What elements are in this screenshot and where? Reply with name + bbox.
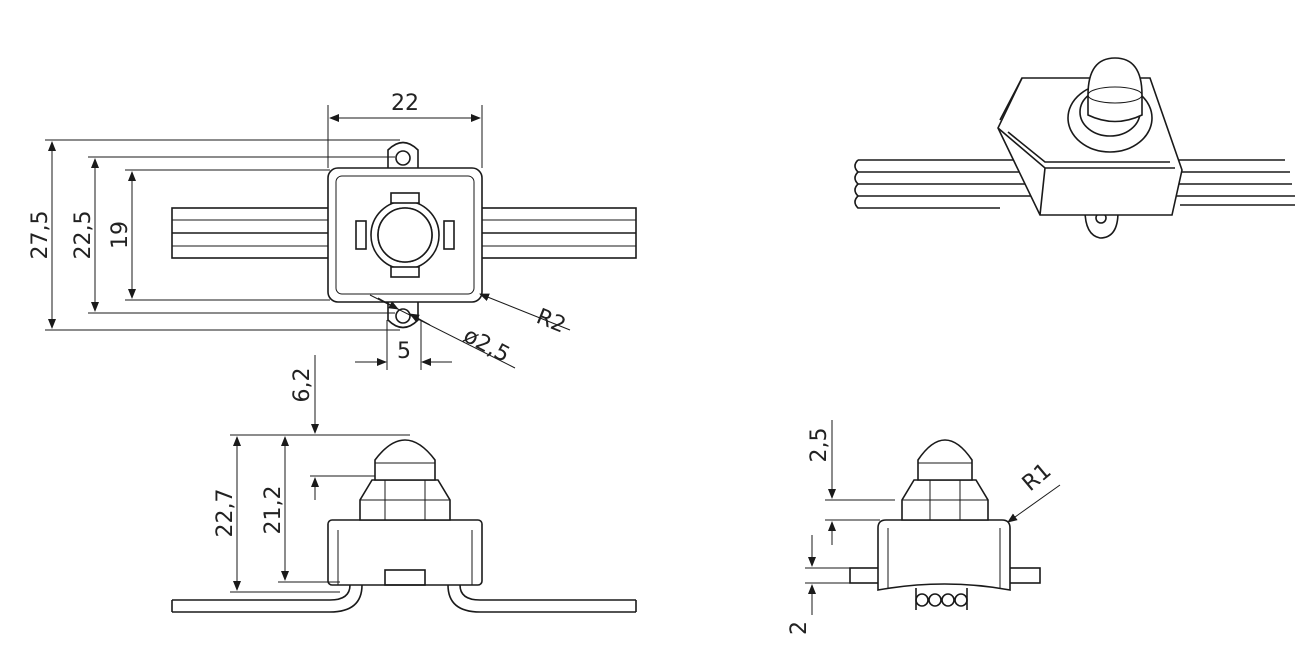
dim-total-height: 22,7 xyxy=(213,489,238,538)
dim-overall-height: 27,5 xyxy=(28,211,53,260)
iso-led xyxy=(1067,57,1153,153)
dim-body-height: 19 xyxy=(108,221,133,249)
dim-tab-width: 5 xyxy=(397,339,411,364)
dim-corner-radius: R2 xyxy=(533,304,570,338)
dim-wire-height: 2 xyxy=(787,621,812,635)
dim-mid-height: 22,5 xyxy=(71,211,96,260)
dim-led-height: 6,2 xyxy=(290,368,315,403)
dim-body-height: 21,2 xyxy=(261,486,286,535)
dim-hole-diameter: ø2,5 xyxy=(459,323,514,368)
dim-nut-height: 2,5 xyxy=(807,428,832,463)
wire-ends xyxy=(915,588,968,610)
led-lens xyxy=(355,192,455,278)
front-view: 22,7 21,2 6,2 xyxy=(171,355,637,613)
dim-width: 22 xyxy=(391,91,419,116)
dim-corner-radius-r1: R1 xyxy=(1018,459,1057,497)
top-view: 22 27,5 22,5 19 R2 ø2,5 5 xyxy=(28,91,637,370)
mounting-tab-top xyxy=(387,141,419,170)
isometric-view xyxy=(854,57,1295,239)
module-body-side xyxy=(327,519,483,586)
led-dome xyxy=(374,439,436,481)
side-view: 2,5 R1 2 xyxy=(787,420,1061,635)
